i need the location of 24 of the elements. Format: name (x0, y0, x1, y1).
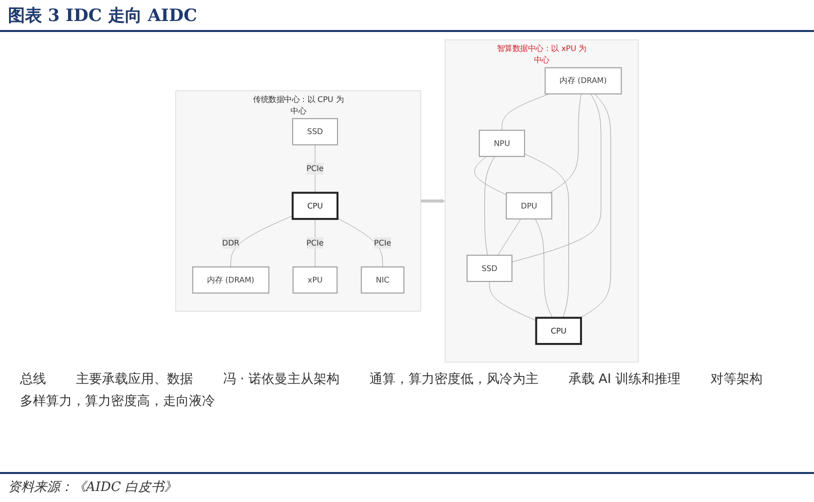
connector (489, 281, 536, 321)
figure-title: 图表 3 IDC 走向 AIDC (8, 5, 198, 27)
connector (474, 156, 507, 196)
bullet-note: 承载 AI 训练和推理 (568, 371, 680, 388)
arrow (420, 198, 446, 204)
bus-label: 总线 (20, 371, 46, 388)
bullet-note: 多样算力，算力密度高，走向液冷 (20, 393, 215, 410)
connector (512, 94, 602, 262)
bullet-note: 主要承载应用、数据 (76, 371, 193, 388)
connector (502, 94, 550, 130)
bullet-note: 对等架构 (710, 371, 762, 388)
connector (337, 218, 383, 268)
source-caption: 资料来源：《AIDC 白皮书》 (8, 479, 178, 496)
connector (314, 218, 316, 268)
connector (314, 144, 316, 193)
connector (230, 215, 293, 268)
connector (535, 218, 553, 318)
connector (484, 156, 495, 256)
bullet-note: 冯 · 诺依曼主从架构 (223, 371, 340, 388)
bullet-note: 通算，算力密度低，风冷为主 (369, 371, 538, 388)
connector (524, 154, 569, 318)
connector (498, 218, 522, 256)
connector (580, 94, 611, 318)
connector (549, 94, 582, 193)
